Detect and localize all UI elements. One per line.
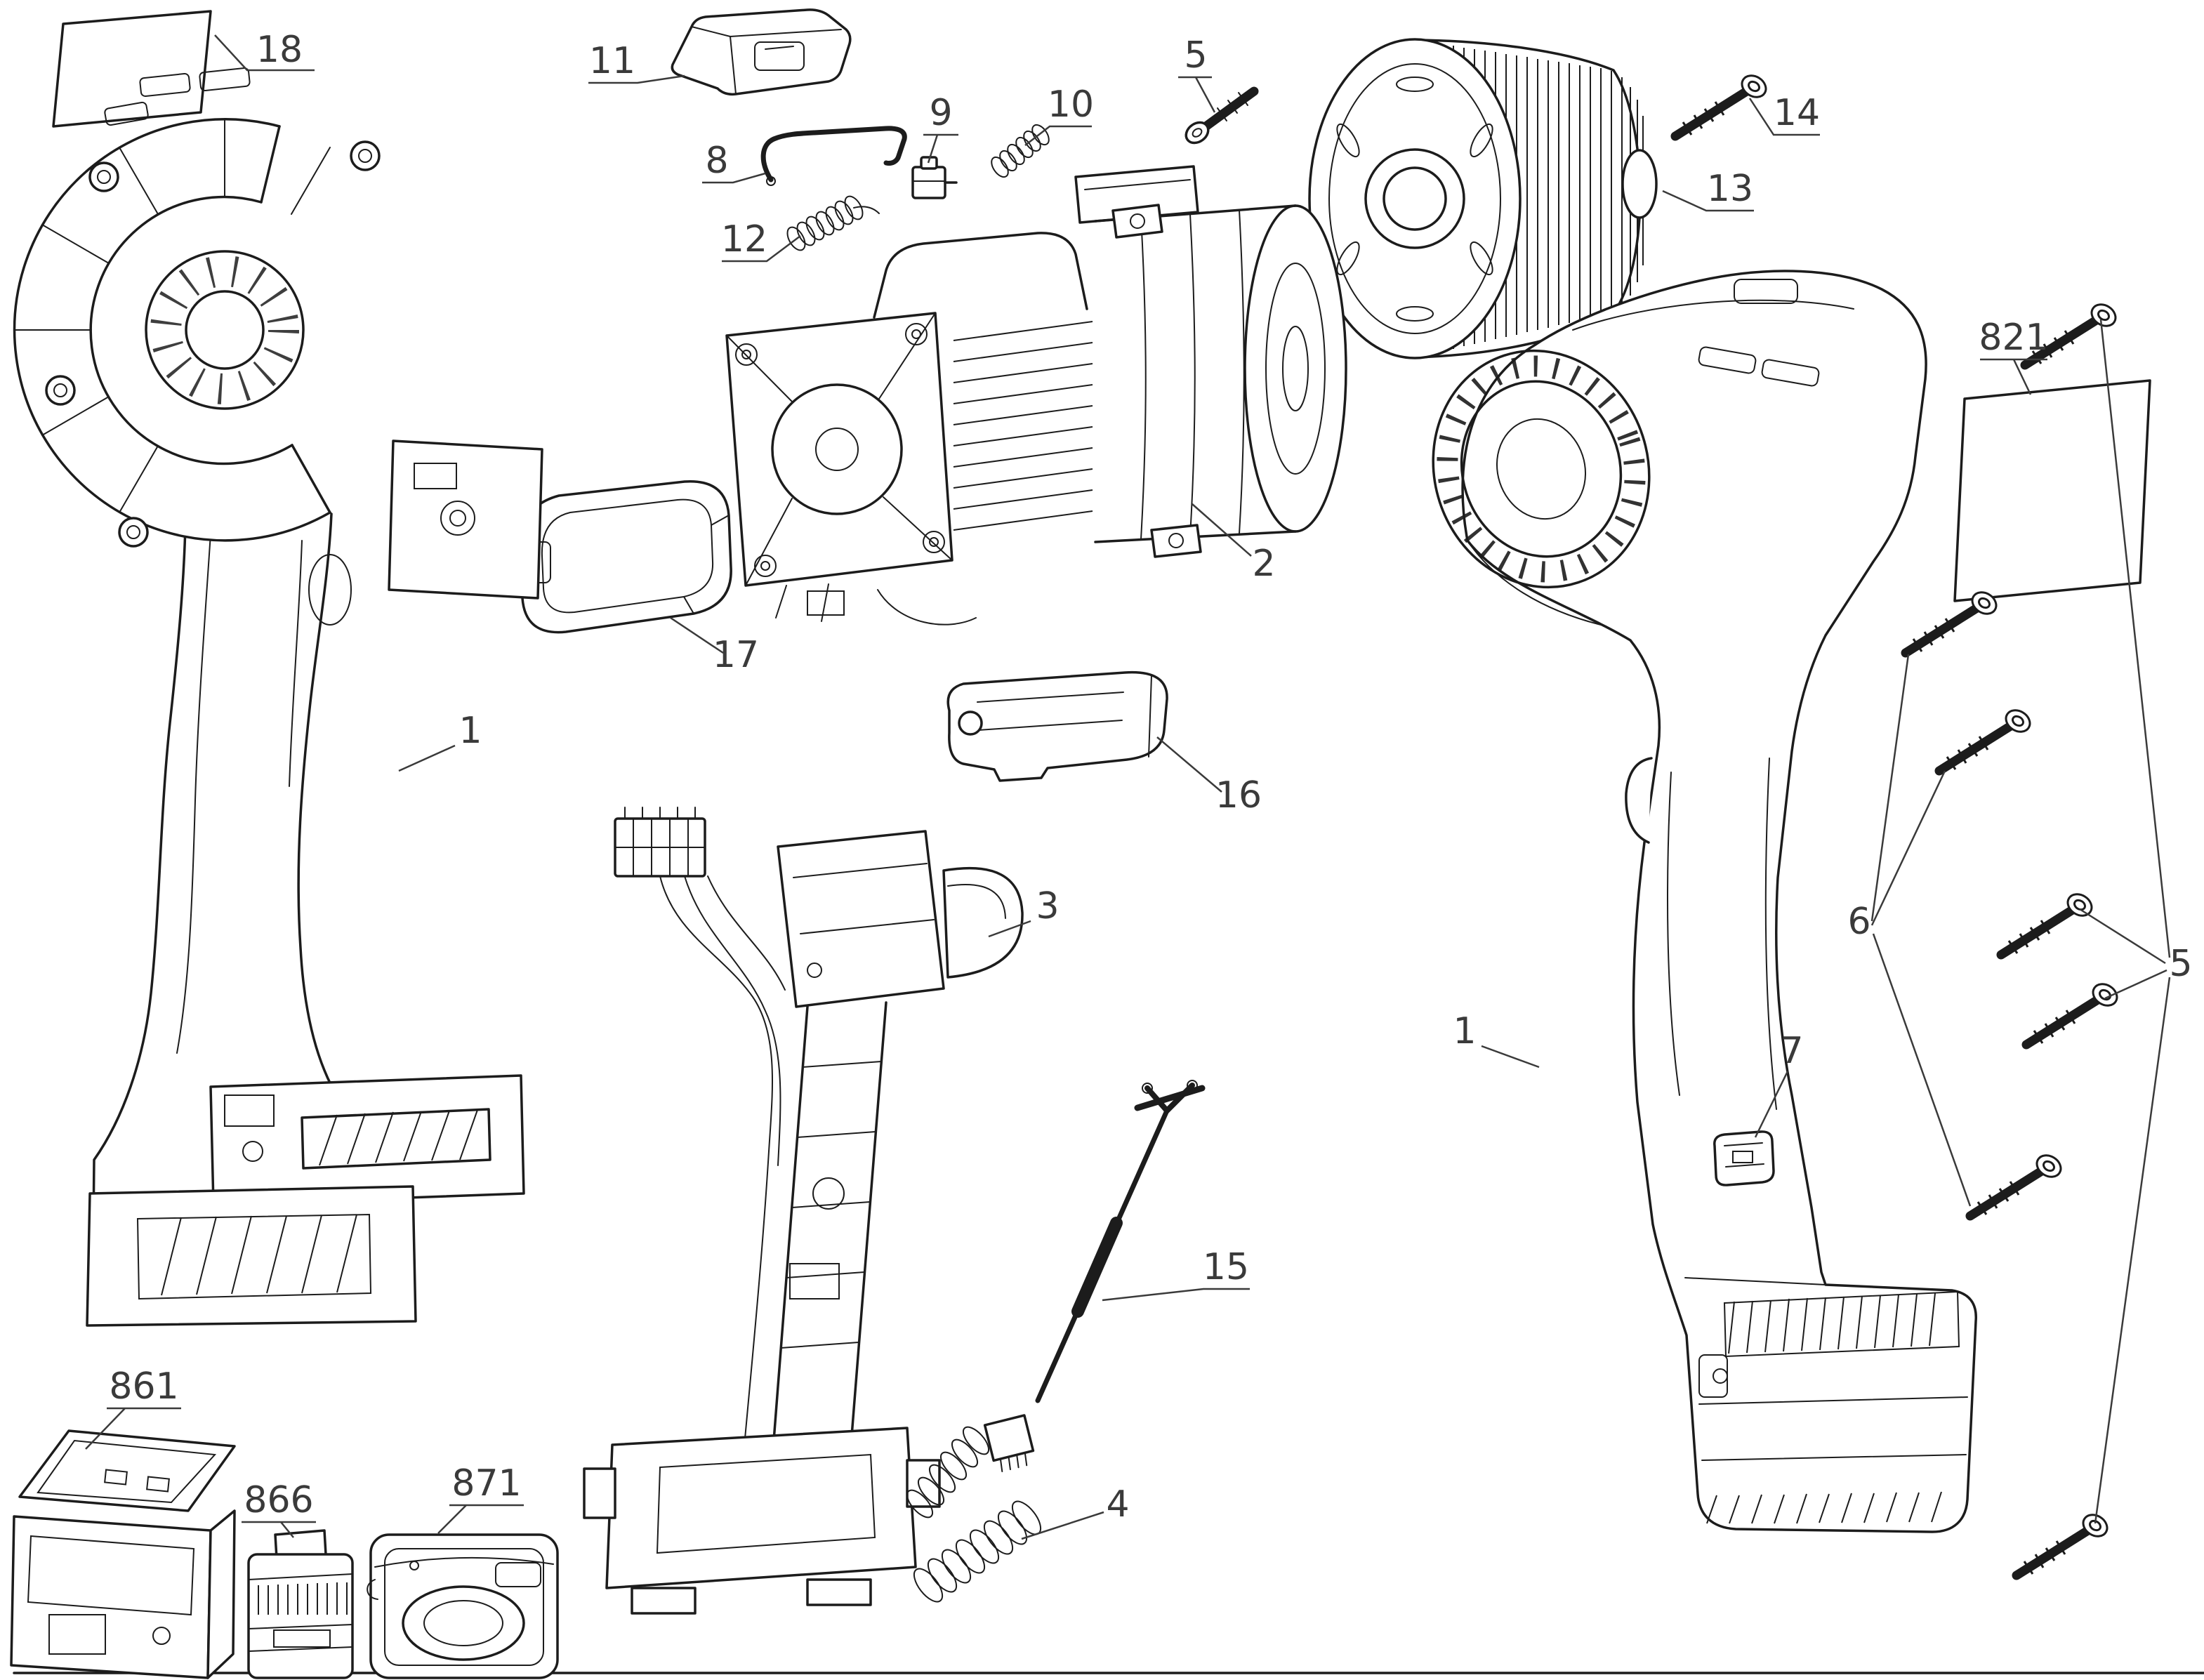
callout-871-label: 871 [451,1462,521,1504]
callout-7: 7 [1754,1030,1804,1138]
callout-17-label: 17 [713,634,759,676]
callout-821: 821 [1979,317,2049,395]
callout-861: 861 [85,1365,181,1450]
part-871-charger [367,1533,559,1679]
callout-1-right-label: 1 [1453,1010,1476,1052]
callout-17: 17 [670,616,759,676]
callout-10: 10 [1024,84,1094,146]
callout-5-top: 5 [1178,34,1216,113]
callout-16-label: 16 [1215,774,1262,816]
part-3-switch-assembly [583,807,1024,1615]
callout-6: 6 [1847,654,1972,1207]
callout-16: 16 [1156,736,1262,816]
screw [1906,588,2000,653]
callout-9-label: 9 [929,92,952,134]
part-4-springs [906,1426,1042,1603]
callout-1-right: 1 [1453,1010,1540,1069]
part-1-left-housing [13,67,543,1327]
callout-7-label: 7 [1780,1030,1803,1072]
callout-861-label: 861 [109,1365,178,1408]
callout-5-top-label: 5 [1184,34,1207,77]
screw [1939,706,2034,771]
part-1-right-housing [1432,270,1977,1533]
part-15-lead-assembly [983,1080,1206,1473]
part-7-clip [1713,1130,1775,1186]
callout-15: 15 [1102,1246,1250,1302]
part-5-screw [1185,86,1259,145]
part-861-kit-box [10,1429,236,1679]
part-821-label [1953,379,2151,602]
callout-2-label: 2 [1252,543,1275,585]
part-13-chuck [1308,38,1658,359]
part-11-belt-clip [671,8,852,96]
part-2-motor-gearbox [725,165,1347,626]
screw [2017,1511,2111,1575]
part-8-wire-form [760,126,907,186]
screw [2026,980,2121,1045]
callout-13-label: 13 [1707,168,1753,210]
part-866-battery [247,1529,354,1679]
part-18-label [52,10,212,128]
callout-10-label: 10 [1048,84,1094,126]
callout-3-label: 3 [1036,885,1059,927]
part-12-spring [786,195,880,251]
callout-5-right: 5 [2079,319,2193,1524]
callout-5-right-label: 5 [2169,943,2192,985]
callout-14: 14 [1748,92,1820,136]
part-16-belt-hook [946,670,1168,782]
callout-18-label: 18 [256,29,303,71]
callout-11-label: 11 [589,40,635,82]
part-10-spring [991,124,1050,178]
callout-11: 11 [588,40,685,84]
callout-8: 8 [702,140,766,184]
callout-13: 13 [1662,168,1754,212]
callout-2: 2 [1192,503,1276,585]
callout-866-label: 866 [244,1479,313,1521]
callout-8-label: 8 [705,140,728,182]
screw [2001,890,2096,955]
callout-18: 18 [214,29,315,72]
part-9-selector [911,156,958,199]
callout-1-left-label: 1 [458,710,482,752]
callout-15-label: 15 [1203,1246,1249,1288]
callout-4: 4 [1021,1483,1130,1540]
screw [1970,1151,2065,1216]
callout-3: 3 [988,885,1060,938]
callout-4-label: 4 [1106,1483,1129,1526]
part-14-screw [1675,72,1770,136]
callout-821-label: 821 [1979,317,2048,359]
callout-14-label: 14 [1774,92,1820,134]
callout-12: 12 [721,218,801,263]
callout-1-left: 1 [398,710,482,772]
part-17-bumper [519,479,732,634]
callout-866: 866 [242,1479,316,1538]
callout-871: 871 [437,1462,524,1534]
callout-12-label: 12 [721,218,767,260]
callout-9: 9 [923,92,958,164]
callout-6-label: 6 [1847,901,1870,943]
callouts: 18 11 8 9 10 5 12 14 13 2 17 [85,29,2193,1540]
